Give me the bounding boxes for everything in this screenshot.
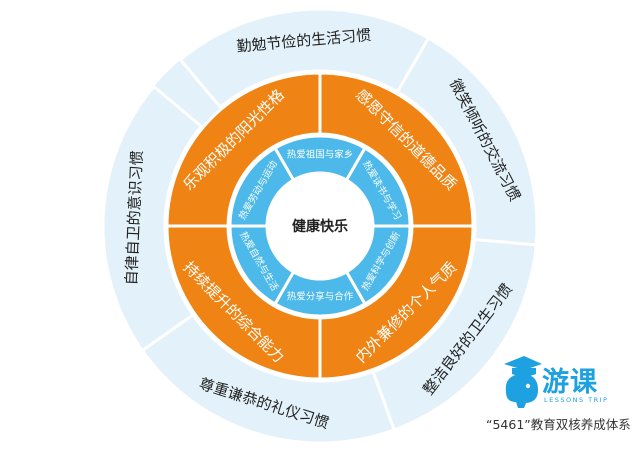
center-label: 健康快乐 bbox=[292, 218, 348, 235]
brand-logo: 游课 LESSONS TRIP bbox=[498, 356, 610, 412]
middle-ring-segment bbox=[165, 71, 322, 228]
brand-subtitle: LESSONS TRIP bbox=[544, 396, 609, 404]
system-caption: “5461”教育双核养成体系 bbox=[486, 417, 631, 432]
inner-ring-label: 热爱祖国与家乡 bbox=[287, 149, 354, 161]
outer-ring-segment bbox=[101, 84, 204, 353]
middle-ring-segment bbox=[165, 224, 322, 381]
middle-ring-segment bbox=[318, 224, 475, 381]
middle-ring-segment bbox=[318, 71, 475, 228]
center-circle bbox=[267, 173, 373, 279]
elephant-icon bbox=[504, 356, 542, 408]
outer-ring-label: 自律自卫的意识习惯 bbox=[122, 150, 146, 286]
brand-name: 游课 bbox=[542, 367, 598, 398]
inner-ring-label: 热爱分享与合作 bbox=[287, 291, 354, 303]
